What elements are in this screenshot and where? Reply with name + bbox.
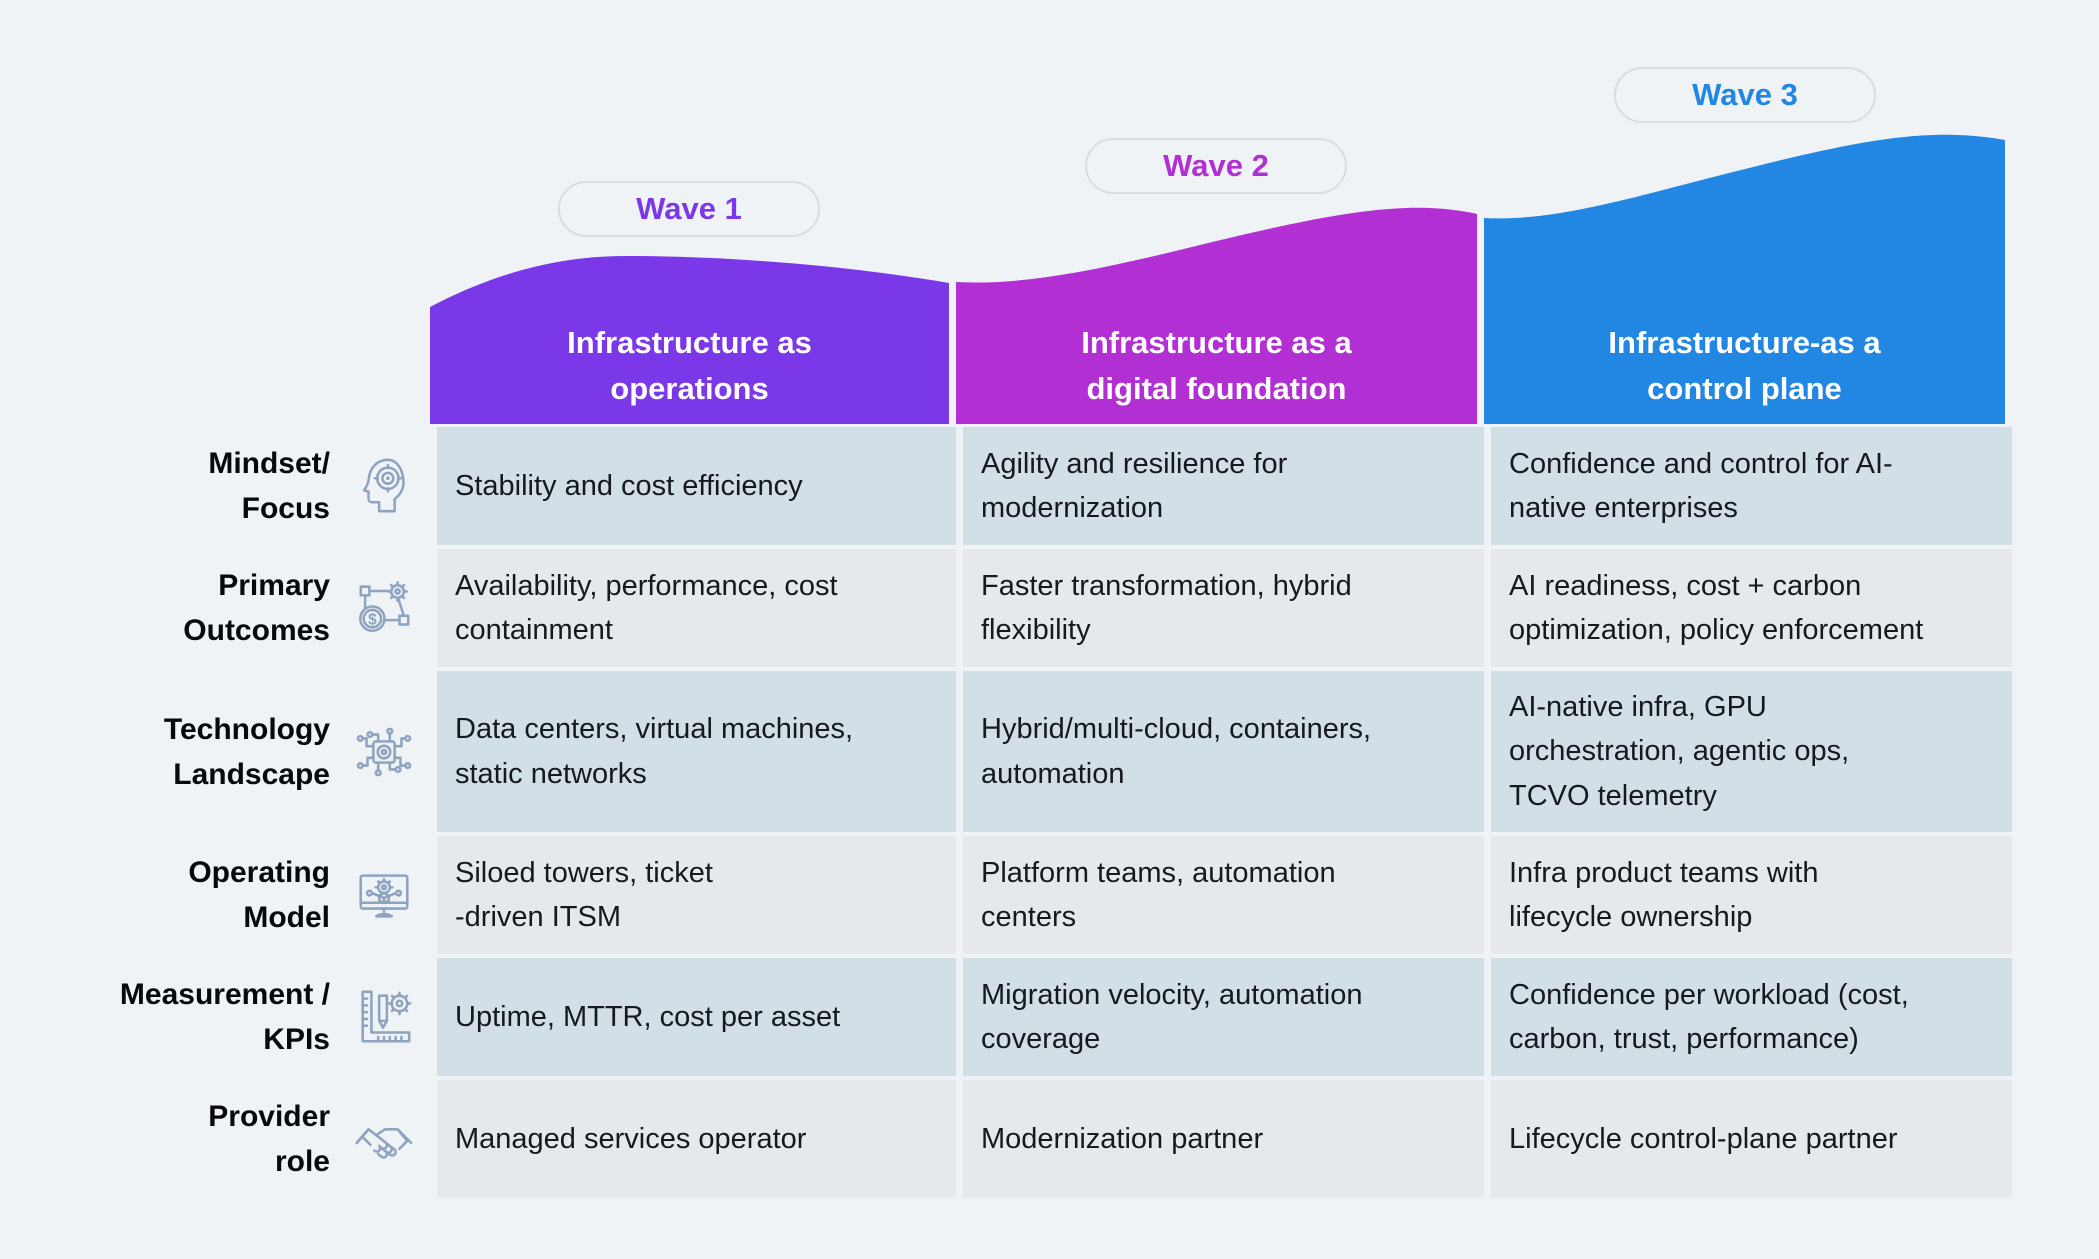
row-label-measurement-kpis: Measurement / KPIs (119, 978, 330, 1056)
cell-operating-wave2: Platform teams, automation centers (963, 836, 1484, 954)
row-label-provider-role: Provider role (208, 1100, 330, 1178)
cell-outcomes-wave3: AI readiness, cost + carbon optimization… (1491, 549, 2012, 667)
cell-operating-wave1: Siloed towers, ticket -driven ITSM (437, 836, 956, 954)
monitor-gear-icon (337, 836, 430, 954)
cell-outcomes-wave2: Faster transformation, hybrid flexibilit… (963, 549, 1484, 667)
wave-3-shape (1484, 134, 2005, 424)
wave-1-title: Infrastructure as operations (567, 325, 812, 407)
wave-1-header: Infrastructure as operations (430, 230, 949, 424)
wave-2-pill: Wave 2 (1085, 138, 1347, 194)
comparison-table: Mindset/ Focus Stability and cost effici… (0, 427, 2012, 1198)
cell-kpis-wave3: Confidence per workload (cost, carbon, t… (1491, 958, 2012, 1076)
cell-mindset-wave3: Confidence and control for AI- native en… (1491, 427, 2012, 545)
wave-2-header: Infrastructure as a digital foundation (956, 190, 1477, 424)
wave-1-shape (430, 256, 949, 424)
cell-provider-wave1: Managed services operator (437, 1080, 956, 1198)
row-label-mindset-focus: Mindset/ Focus (208, 447, 330, 525)
cell-mindset-wave2: Agility and resilience for modernization (963, 427, 1484, 545)
wave-3-pill: Wave 3 (1614, 67, 1876, 123)
cell-provider-wave2: Modernization partner (963, 1080, 1484, 1198)
wave-1-pill: Wave 1 (558, 181, 820, 237)
cell-mindset-wave1: Stability and cost efficiency (437, 427, 956, 545)
handshake-icon (337, 1080, 430, 1198)
cell-provider-wave3: Lifecycle control-plane partner (1491, 1080, 2012, 1198)
wave-2-title: Infrastructure as a digital foundation (1081, 325, 1352, 407)
cell-kpis-wave1: Uptime, MTTR, cost per asset (437, 958, 956, 1076)
row-label-technology-landscape: Technology Landscape (163, 712, 330, 791)
cell-technology-wave3: AI-native infra, GPU orchestration, agen… (1491, 671, 2012, 832)
ruler-pencil-gear-icon (337, 958, 430, 1076)
cell-kpis-wave2: Migration velocity, automation coverage (963, 958, 1484, 1076)
cell-outcomes-wave1: Availability, performance, cost containm… (437, 549, 956, 667)
row-label-primary-outcomes: Primary Outcomes (183, 569, 330, 647)
wave-2-shape (956, 207, 1477, 424)
cell-technology-wave1: Data centers, virtual machines, static n… (437, 671, 956, 832)
cell-technology-wave2: Hybrid/multi-cloud, containers, automati… (963, 671, 1484, 832)
cell-operating-wave3: Infra product teams with lifecycle owner… (1491, 836, 2012, 954)
circuit-gear-icon (337, 671, 430, 832)
row-label-operating-model: Operating Model (188, 856, 330, 934)
dollar-gear-icon: $ (337, 549, 430, 667)
wave-3-title: Infrastructure-as a control plane (1608, 325, 1881, 407)
wave-3-header: Infrastructure-as a control plane (1484, 95, 2005, 424)
svg-text:$: $ (368, 611, 377, 628)
head-target-icon (337, 427, 430, 545)
